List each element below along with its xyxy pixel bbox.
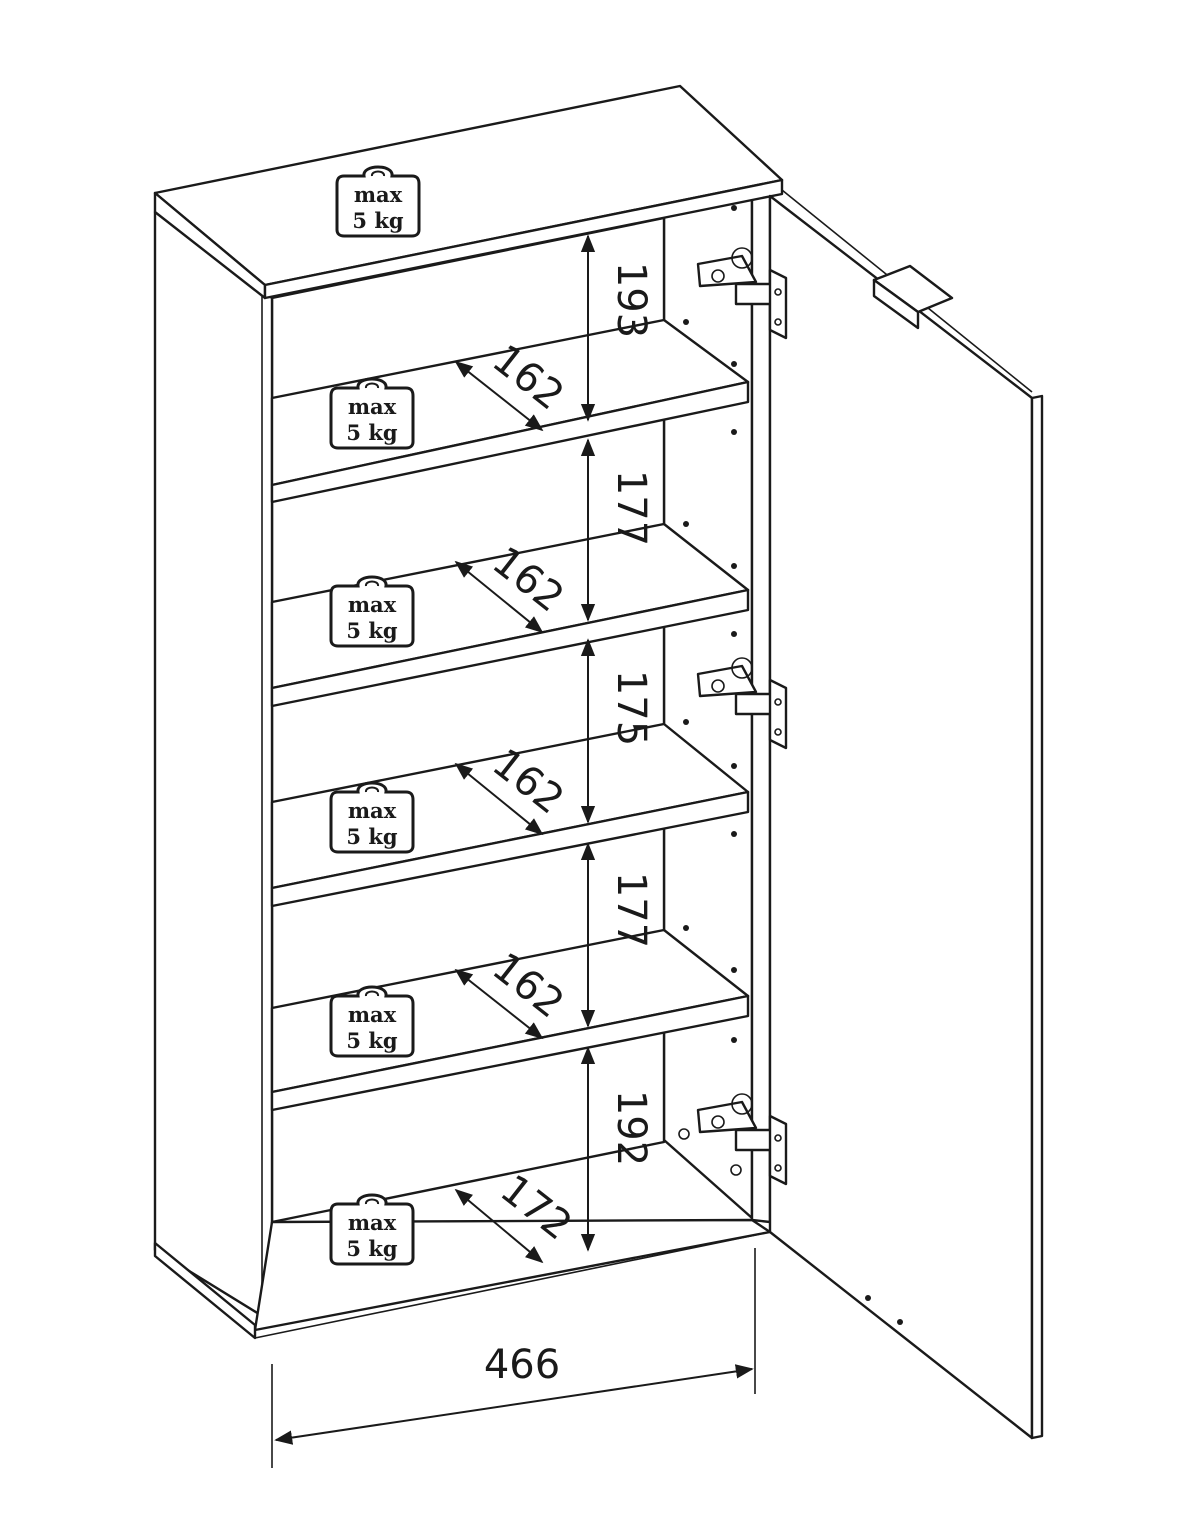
cabinet-body [153, 84, 784, 1340]
hinge-top [696, 247, 788, 340]
weight-max-label: max [348, 798, 397, 823]
max-load-weight-icon: max 5 kg [335, 165, 421, 238]
max-load-weight-icon: max 5 kg [329, 781, 415, 854]
weight-kg-label: 5 kg [346, 1028, 397, 1053]
hinge-bottom [696, 1093, 788, 1186]
weight-kg-label: 5 kg [346, 1236, 397, 1261]
width-value: 466 [484, 1342, 560, 1388]
spacing-dimension-5: 192 [580, 1046, 654, 1252]
spacing-dimension-2: 177 [580, 438, 654, 622]
shelf-pin-holes [683, 205, 737, 1043]
spacing-value: 193 [608, 262, 654, 338]
spacing-dimension-4: 177 [580, 842, 654, 1028]
left-side-panel [153, 210, 274, 1324]
door-handle [872, 264, 954, 330]
max-load-weight-icon: max 5 kg [329, 985, 415, 1058]
door-edge [1030, 394, 1044, 1440]
spacing-value: 177 [608, 470, 654, 546]
spacing-value: 192 [608, 1090, 654, 1166]
weight-kg-label: 5 kg [346, 618, 397, 643]
weight-max-label: max [348, 394, 397, 419]
hinge-middle [696, 657, 788, 750]
weight-max-label: max [348, 1210, 397, 1235]
max-load-weight-icon: max 5 kg [329, 1193, 415, 1266]
door [768, 189, 1044, 1440]
weight-kg-label: 5 kg [346, 420, 397, 445]
weight-max-label: max [348, 1002, 397, 1027]
top-right-edge [263, 178, 784, 300]
spacing-value: 177 [608, 872, 654, 948]
spacing-value: 175 [608, 670, 654, 746]
spacing-dimension-3: 175 [580, 638, 654, 824]
door-panel [768, 194, 1034, 1440]
weight-max-label: max [348, 592, 397, 617]
spacing-dimension-1: 193 [580, 234, 654, 422]
weight-kg-label: 5 kg [346, 824, 397, 849]
max-load-weight-icon: max 5 kg [329, 377, 415, 450]
width-dimension: 466 [271, 1248, 756, 1468]
weight-max-label: max [354, 182, 403, 207]
weight-kg-label: 5 kg [352, 208, 403, 233]
max-load-weight-icon: max 5 kg [329, 575, 415, 648]
